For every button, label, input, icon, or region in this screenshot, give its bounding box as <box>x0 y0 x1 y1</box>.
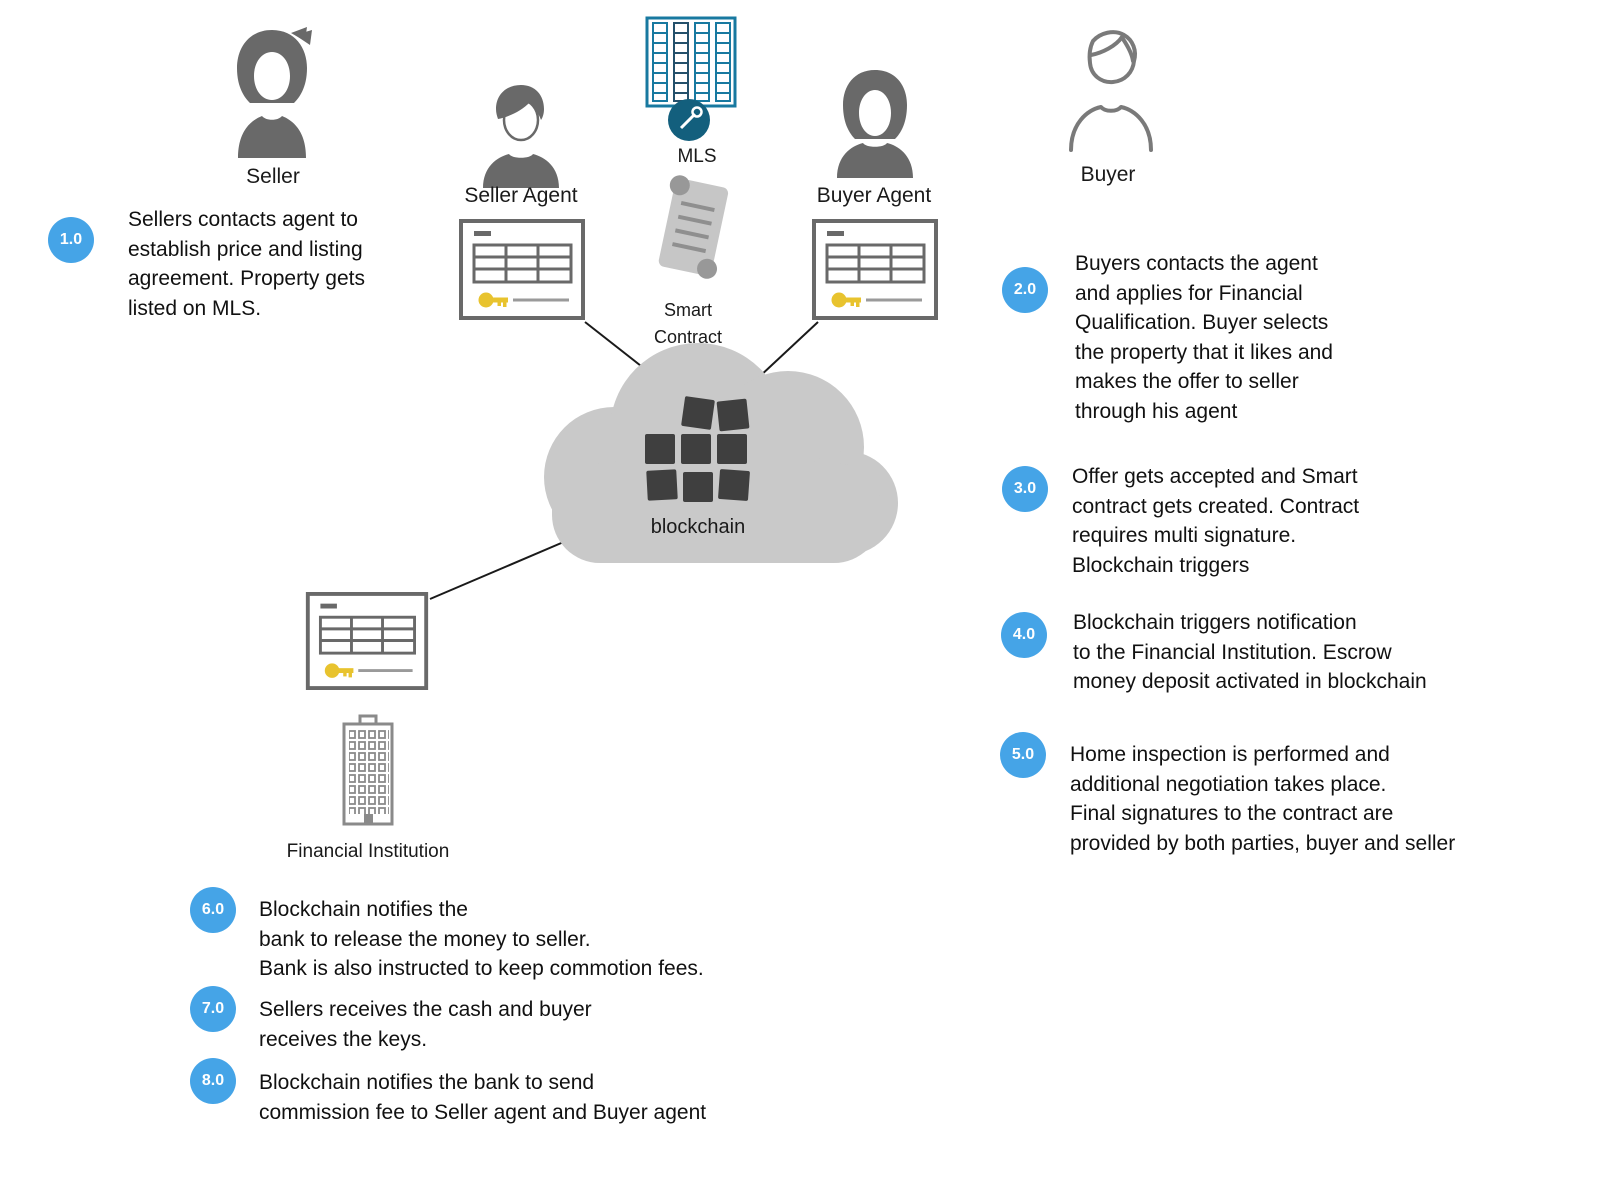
step-badge-8: 8.0 <box>190 1058 236 1104</box>
financial-contract-icon <box>304 592 430 695</box>
step-badge-7: 7.0 <box>190 986 236 1032</box>
step-text-7: Sellers receives the cash and buyer rece… <box>259 998 592 1051</box>
connector-line-selleragent-blockchain <box>584 321 651 374</box>
step-text-6: Blockchain notifies the bank to release … <box>259 898 704 980</box>
buyer-agent-icon <box>827 66 923 183</box>
blockchain-label: blockchain <box>650 516 746 538</box>
step-text-5: Home inspection is performed and additio… <box>1070 743 1456 855</box>
blockchain-cloud: blockchain <box>530 335 898 567</box>
seller-icon <box>222 26 322 163</box>
buyer-agent-label: Buyer Agent <box>816 184 932 207</box>
financial-institution-icon <box>338 708 398 839</box>
seller-label: Seller <box>246 165 300 188</box>
step-text-8: Blockchain notifies the bank to send com… <box>259 1071 707 1124</box>
buyer-icon <box>1063 28 1155 157</box>
smart-contract-icon <box>648 170 738 293</box>
buyer-agent-contract-icon <box>812 219 938 325</box>
step-text-1: Sellers contacts agent to establish pric… <box>128 208 365 320</box>
seller-agent-label: Seller Agent <box>464 184 578 207</box>
step-text-3: Offer gets accepted and Smart contract g… <box>1072 465 1360 577</box>
mls-icon <box>643 14 739 149</box>
step-text-4: Blockchain triggers notification to the … <box>1073 611 1427 693</box>
connector-line-bank-blockchain <box>429 537 574 600</box>
buyer-label: Buyer <box>1080 163 1136 186</box>
step-badge-2: 2.0 <box>1002 267 1048 313</box>
step-badge-5: 5.0 <box>1000 732 1046 778</box>
seller-agent-icon <box>473 80 569 193</box>
step-badge-4: 4.0 <box>1001 612 1047 658</box>
financial-institution-label: Financial Institution <box>286 841 450 862</box>
step-badge-3: 3.0 <box>1002 466 1048 512</box>
seller-agent-contract-icon <box>459 219 585 325</box>
mls-label: MLS <box>677 146 717 167</box>
step-badge-1: 1.0 <box>48 217 94 263</box>
connector-line-buyeragent-blockchain <box>758 321 819 378</box>
step-text-2: Buyers contacts the agent and applies fo… <box>1075 252 1333 423</box>
blockchain-tiles-icon <box>645 396 751 504</box>
step-badge-6: 6.0 <box>190 887 236 933</box>
smart-contract-label: Smart Contract <box>653 300 723 347</box>
